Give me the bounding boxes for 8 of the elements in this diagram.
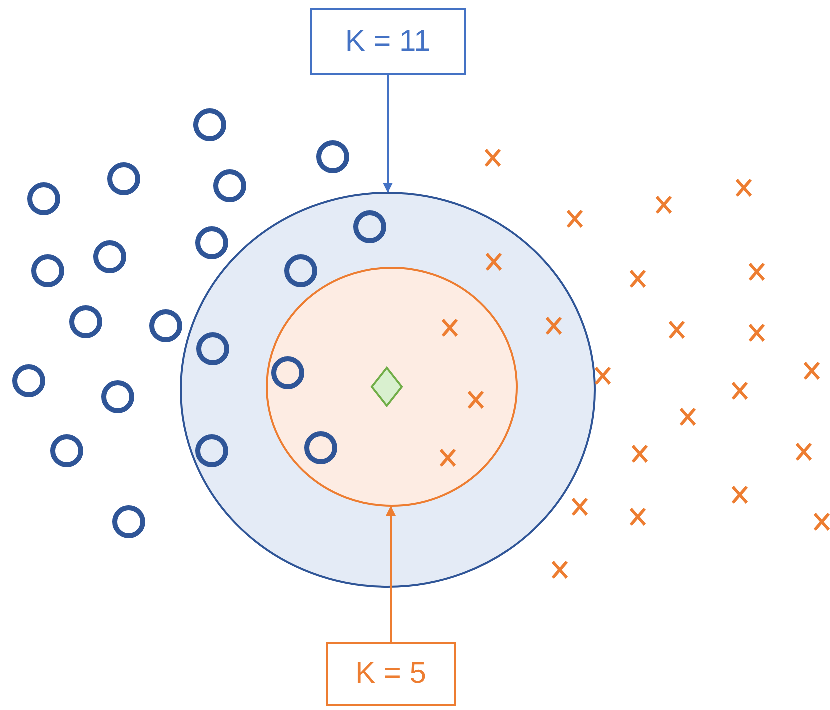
k-value-label: K = 11: [345, 24, 431, 58]
neighborhood-circle: [180, 192, 596, 588]
k-value-box: [326, 642, 456, 706]
arrow: [383, 75, 393, 193]
k-value-label: K = 5: [356, 657, 426, 691]
arrow: [386, 506, 396, 642]
k-value-box: [310, 8, 466, 75]
neighborhood-circle: [266, 267, 518, 507]
